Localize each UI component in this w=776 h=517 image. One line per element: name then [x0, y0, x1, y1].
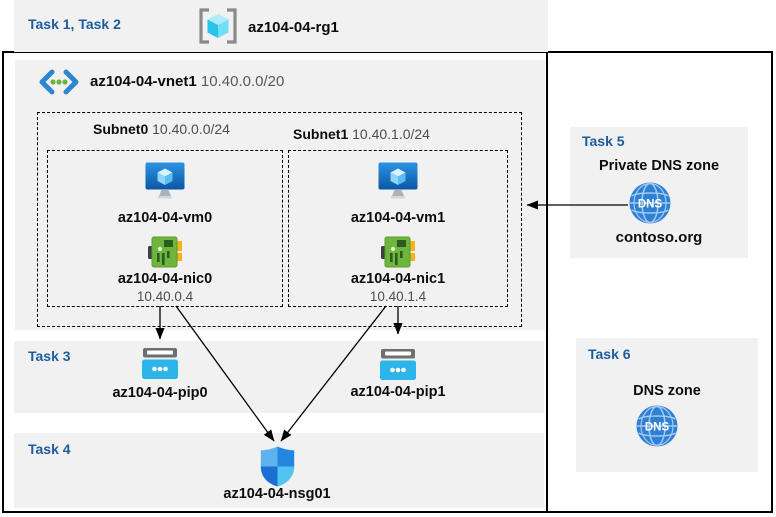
- resource-group-name: az104-04-rg1: [248, 19, 339, 36]
- vnet-boundary-box: [2, 51, 548, 513]
- nic1-ip: 10.40.1.4: [369, 289, 427, 304]
- vnet-panel: az104-04-vnet1 10.40.0.0/20 Subnet0 10.4…: [15, 60, 545, 330]
- dns-zone-title: DNS zone: [633, 383, 701, 399]
- private-dns-zone-name: contoso.org: [615, 229, 703, 246]
- subnets-container: [37, 112, 522, 327]
- subnet0-box: [47, 150, 283, 307]
- task12-label: Task 1, Task 2: [28, 16, 121, 32]
- task3-band: Task 3 az104-04-pip0 az104-04-pip1: [14, 341, 544, 413]
- virtual-network-icon: [39, 69, 79, 95]
- subnet0-name: Subnet0: [93, 121, 149, 137]
- nic0-icon: [148, 236, 182, 268]
- task3-label: Task 3: [28, 348, 71, 364]
- vnet-cidr: 10.40.0.0/20: [200, 73, 285, 90]
- vnet-name: az104-04-vnet1: [90, 73, 197, 90]
- subnet0-cidr: 10.40.0.0/24: [152, 121, 230, 137]
- vm0-icon: [145, 162, 185, 199]
- nsg-shield-icon: [260, 446, 295, 487]
- task6-label: Task 6: [588, 346, 631, 362]
- task5-panel: Task 5 Private DNS zone DNS contoso.org: [570, 127, 748, 258]
- task12-band: Task 1, Task 2 az104-04-rg1: [14, 0, 548, 52]
- dns-icon-text: DNS: [638, 199, 663, 211]
- private-dns-zone-title: Private DNS zone: [598, 158, 720, 174]
- vm1-icon: [378, 162, 418, 199]
- vm1-name: az104-04-vm1: [350, 210, 446, 226]
- subnet1-name: Subnet1: [293, 126, 349, 142]
- subnet1-cidr: 10.40.1.0/24: [352, 126, 430, 142]
- pip1-icon: [380, 349, 416, 380]
- task4-label: Task 4: [28, 441, 71, 457]
- pip0-name: az104-04-pip0: [112, 385, 208, 401]
- nic0-name: az104-04-nic0: [117, 271, 213, 287]
- task5-label: Task 5: [582, 133, 625, 149]
- pip1-name: az104-04-pip1: [350, 384, 446, 400]
- nic1-icon: [381, 236, 415, 268]
- resource-group-icon: [199, 8, 237, 44]
- vm0-name: az104-04-vm0: [117, 210, 213, 226]
- dns-zone-icon: DNS: [636, 405, 678, 447]
- dns-icon-text: DNS: [645, 422, 670, 434]
- nsg-name: az104-04-nsg01: [223, 486, 331, 502]
- nic0-ip: 10.40.0.4: [136, 289, 194, 304]
- private-dns-icon: DNS: [629, 182, 671, 224]
- task4-band: Task 4 az104-04-nsg01: [14, 433, 544, 508]
- pip0-icon: [142, 348, 178, 379]
- task6-panel: Task 6 DNS zone DNS: [576, 338, 758, 472]
- nic1-name: az104-04-nic1: [350, 271, 446, 287]
